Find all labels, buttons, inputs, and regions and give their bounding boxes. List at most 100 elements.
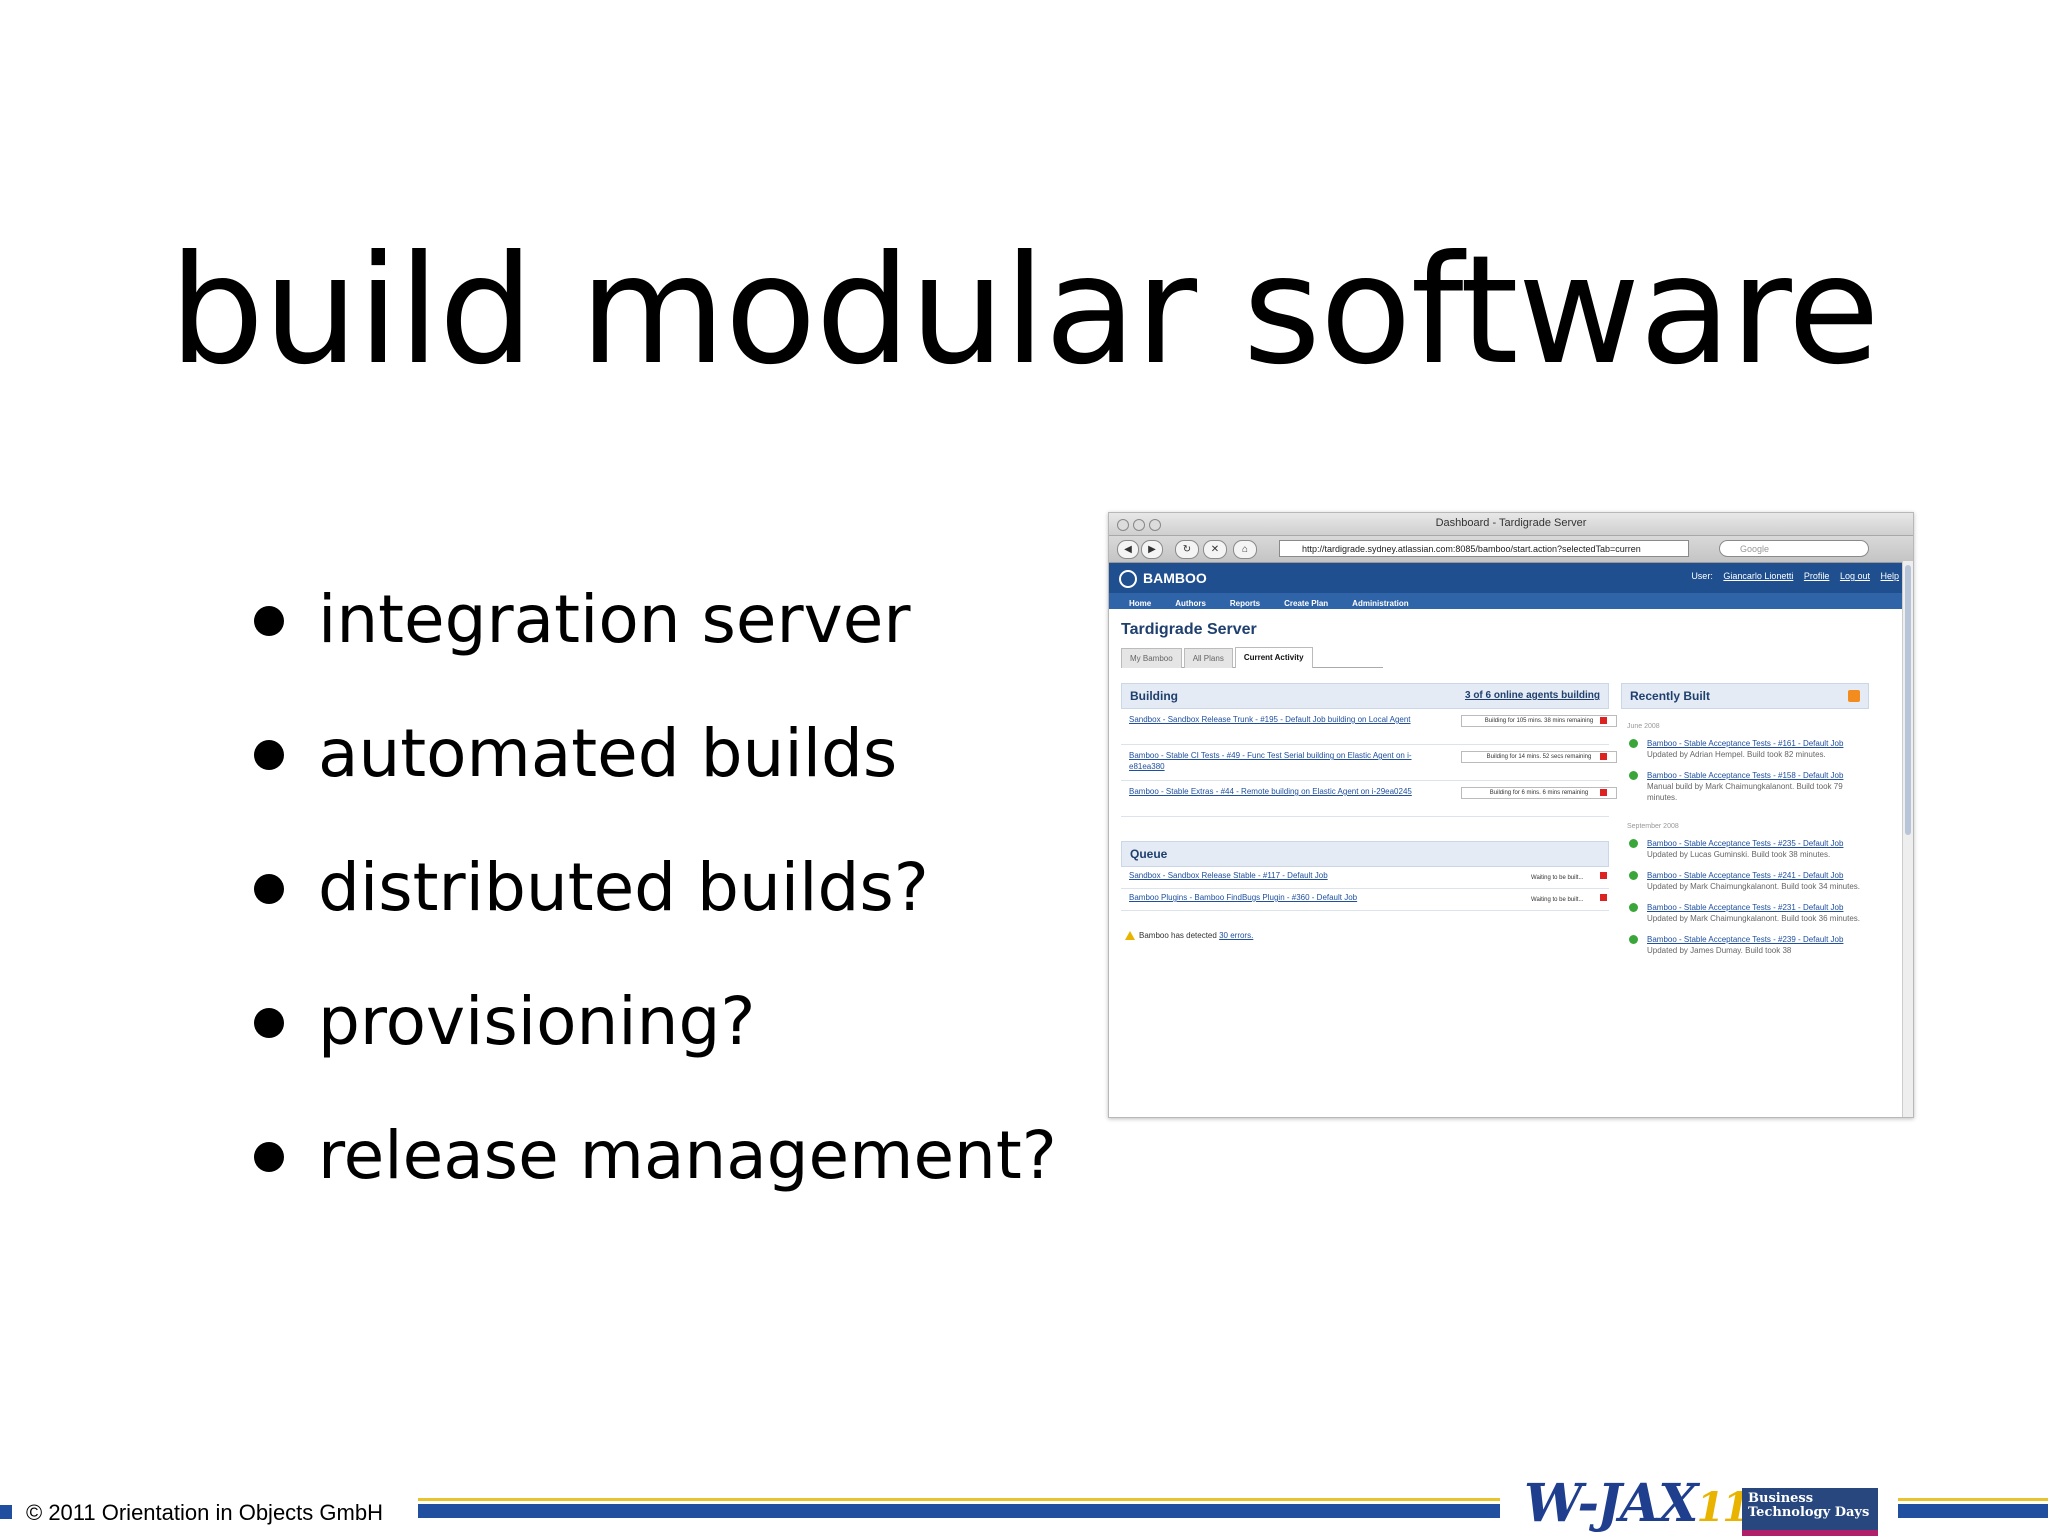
recent-build-note: Manual build by Mark Chaimungkalanont. B… bbox=[1647, 782, 1843, 802]
recent-build: Bamboo - Stable Acceptance Tests - #231 … bbox=[1621, 898, 1869, 930]
menu-item: Administration bbox=[1352, 599, 1409, 608]
remove-queue-icon bbox=[1600, 894, 1607, 901]
business-technology-days-logo: Business Technology Days bbox=[1742, 1488, 1878, 1536]
success-icon bbox=[1629, 871, 1638, 880]
recent-build-note: Updated by Mark Chaimungkalanont. Build … bbox=[1647, 882, 1861, 891]
building-title: Building bbox=[1130, 689, 1178, 703]
bullet-text: distributed builds? bbox=[318, 849, 929, 926]
menu-item: Reports bbox=[1229, 599, 1261, 608]
wjax-logo-text: W-JAX bbox=[1524, 1473, 1698, 1534]
bullet-dot-icon bbox=[254, 740, 284, 770]
recent-title: Recently Built bbox=[1630, 689, 1711, 703]
queue-row: Bamboo Plugins - Bamboo FindBugs Plugin … bbox=[1121, 889, 1609, 911]
success-icon bbox=[1629, 839, 1638, 848]
recent-build-note: Updated by Lucas Guminski. Build took 38… bbox=[1647, 850, 1831, 859]
bullet-item: automated builds bbox=[248, 704, 1057, 838]
footer-stripe-blue-right bbox=[1898, 1504, 2048, 1518]
minimize-window-icon bbox=[1133, 519, 1145, 531]
page-heading: Tardigrade Server bbox=[1121, 621, 1257, 638]
recent-panel-header: Recently Built bbox=[1621, 683, 1869, 709]
tab-current-activity: Current Activity bbox=[1234, 647, 1313, 668]
close-window-icon bbox=[1117, 519, 1129, 531]
tab-all-plans: All Plans bbox=[1183, 648, 1233, 668]
wjax-logo: W-JAX11 bbox=[1524, 1473, 1750, 1538]
error-warning: Bamboo has detected 30 errors. bbox=[1125, 931, 1609, 941]
recent-build-note: Updated by Adrian Hempel. Build took 82 … bbox=[1647, 750, 1826, 759]
recent-build-link: Bamboo - Stable Acceptance Tests - #231 … bbox=[1647, 903, 1844, 912]
footer-accent bbox=[0, 1505, 12, 1519]
stop-build-icon bbox=[1600, 717, 1607, 724]
build-status: Building for 6 mins. 6 mins remaining bbox=[1461, 787, 1617, 799]
bullet-text: provisioning? bbox=[318, 983, 756, 1060]
bullet-dot-icon bbox=[254, 1008, 284, 1038]
queue-panel-header: Queue bbox=[1121, 841, 1609, 867]
app-menu: Home Authors Reports Create Plan Administrat… bbox=[1109, 593, 1913, 609]
success-icon bbox=[1629, 903, 1638, 912]
success-icon bbox=[1629, 739, 1638, 748]
warning-text: Bamboo has detected bbox=[1139, 931, 1217, 940]
bamboo-logo-icon bbox=[1119, 570, 1137, 589]
building-panel-header: Building 3 of 6 online agents building bbox=[1121, 683, 1609, 709]
recent-build-link: Bamboo - Stable Acceptance Tests - #235 … bbox=[1647, 839, 1844, 848]
bullet-item: release management? bbox=[248, 1106, 1057, 1240]
build-link: Sandbox - Sandbox Release Trunk - #195 -… bbox=[1129, 715, 1411, 724]
footer-stripe-blue bbox=[418, 1504, 1500, 1518]
forward-arrow-icon: ▶ bbox=[1141, 540, 1163, 559]
bullet-dot-icon bbox=[254, 874, 284, 904]
tab-my-bamboo: My Bamboo bbox=[1121, 648, 1182, 668]
menu-item: Create Plan bbox=[1284, 599, 1329, 608]
build-link: Bamboo - Stable Extras - #44 - Remote bu… bbox=[1129, 787, 1412, 796]
menu-item: Authors bbox=[1175, 599, 1206, 608]
queue-status: Waiting to be built... bbox=[1531, 875, 1584, 881]
user-name-link: Giancarlo Lionetti bbox=[1723, 571, 1794, 581]
menu-item: Home bbox=[1129, 599, 1152, 608]
app-header: BAMBOO User: Giancarlo Lionetti Profile … bbox=[1109, 563, 1913, 593]
recent-build-link: Bamboo - Stable Acceptance Tests - #239 … bbox=[1647, 935, 1844, 944]
queue-row: Sandbox - Sandbox Release Stable - #117 … bbox=[1121, 867, 1609, 889]
bullet-item: provisioning? bbox=[248, 972, 1057, 1106]
recent-build-note: Updated by James Dumay. Build took 38 bbox=[1647, 946, 1792, 955]
window-title: Dashboard - Tardigrade Server bbox=[1435, 517, 1587, 529]
warning-icon bbox=[1125, 931, 1135, 941]
recent-build: Bamboo - Stable Acceptance Tests - #235 … bbox=[1621, 834, 1869, 866]
home-icon: ⌂ bbox=[1233, 540, 1257, 559]
success-icon bbox=[1629, 935, 1638, 944]
page-scrollbar bbox=[1902, 561, 1913, 1117]
queue-status: Waiting to be built... bbox=[1531, 897, 1584, 903]
bamboo-logo: BAMBOO bbox=[1119, 568, 1207, 589]
agents-link: 3 of 6 online agents building bbox=[1464, 690, 1600, 701]
errors-link: 30 errors. bbox=[1219, 931, 1254, 940]
recently-built-column: Recently Built June 2008 Bamboo - Stable… bbox=[1621, 683, 1869, 962]
activity-column: Building 3 of 6 online agents building S… bbox=[1121, 683, 1617, 941]
app-name: BAMBOO bbox=[1143, 570, 1207, 586]
recent-build-link: Bamboo - Stable Acceptance Tests - #161 … bbox=[1647, 739, 1844, 748]
recent-build-link: Bamboo - Stable Acceptance Tests - #241 … bbox=[1647, 871, 1844, 880]
bullet-text: integration server bbox=[318, 581, 911, 658]
building-row: Bamboo - Stable CI Tests - #49 - Func Te… bbox=[1121, 745, 1617, 781]
bullet-text: automated builds bbox=[318, 715, 898, 792]
btd-logo-strip bbox=[1742, 1530, 1878, 1536]
reload-icon: ↻ bbox=[1175, 540, 1199, 559]
bullet-item: integration server bbox=[248, 570, 1057, 704]
remove-queue-icon bbox=[1600, 872, 1607, 879]
footer-stripe-yellow bbox=[418, 1498, 1500, 1501]
queue-link: Sandbox - Sandbox Release Stable - #117 … bbox=[1129, 871, 1328, 880]
window-titlebar: Dashboard - Tardigrade Server bbox=[1109, 513, 1913, 536]
building-row: Bamboo - Stable Extras - #44 - Remote bu… bbox=[1121, 781, 1617, 817]
recent-build: Bamboo - Stable Acceptance Tests - #161 … bbox=[1621, 734, 1869, 766]
user-bar: User: Giancarlo Lionetti Profile Log out… bbox=[1691, 571, 1899, 581]
success-icon bbox=[1629, 771, 1638, 780]
btd-logo-text: Business Technology Days bbox=[1748, 1491, 1870, 1520]
queue-link: Bamboo Plugins - Bamboo FindBugs Plugin … bbox=[1129, 893, 1358, 902]
building-row: Sandbox - Sandbox Release Trunk - #195 -… bbox=[1121, 709, 1617, 745]
footer-copyright: © 2011 Orientation in Objects GmbH bbox=[26, 1500, 383, 1525]
bullet-dot-icon bbox=[254, 1142, 284, 1172]
recent-build: Bamboo - Stable Acceptance Tests - #158 … bbox=[1621, 766, 1869, 809]
wjax-logo-year: 11 bbox=[1696, 1484, 1750, 1531]
footer-stripe-yellow-right bbox=[1898, 1498, 2048, 1501]
bullet-list: integration server automated builds dist… bbox=[248, 570, 1057, 1240]
recent-build: Bamboo - Stable Acceptance Tests - #241 … bbox=[1621, 866, 1869, 898]
stop-build-icon bbox=[1600, 789, 1607, 796]
recent-build-link: Bamboo - Stable Acceptance Tests - #158 … bbox=[1647, 771, 1844, 780]
search-box: Google bbox=[1719, 540, 1869, 557]
